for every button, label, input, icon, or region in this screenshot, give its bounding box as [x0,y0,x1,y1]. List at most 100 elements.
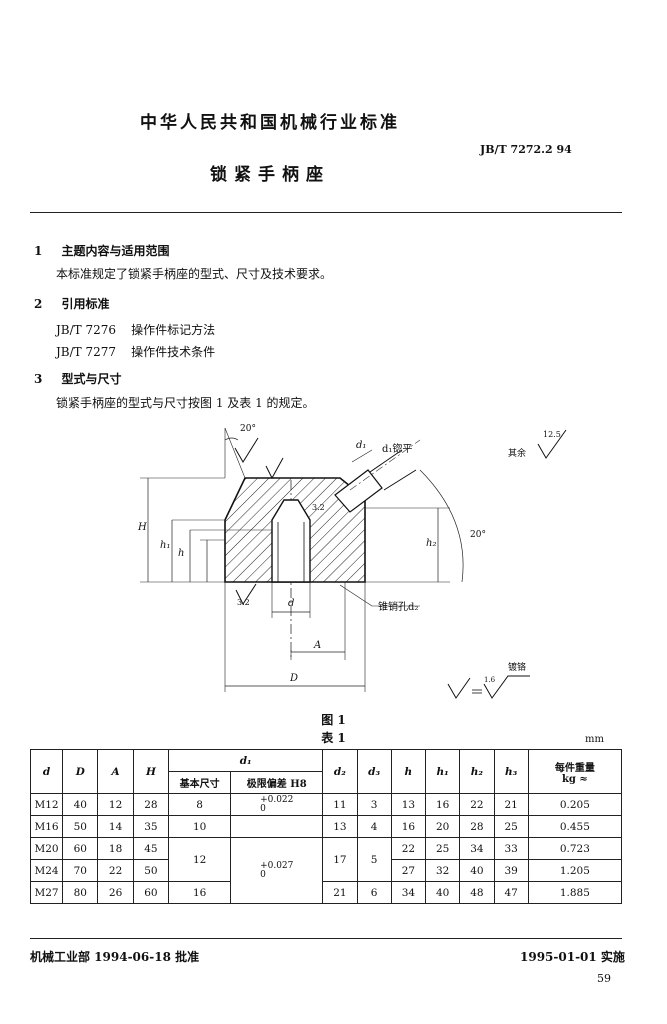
section-3-heading: 3 型式与尺寸 [34,368,121,387]
cell-d3: 3 [356,793,392,816]
reference-item: JB/T 7277 操作件技术条件 [56,341,215,360]
reference-code: JB/T 7277 [56,345,117,359]
header-h1: h₁ [424,749,461,794]
label-angle-right: 20° [470,530,486,540]
cell-H: 45 [132,837,170,860]
cell-h1: 25 [424,837,461,860]
header-rule [30,212,622,213]
weight-unit: kg ≈ [561,773,588,785]
cell-weight: 0.723 [527,837,623,860]
doc-title: 锁紧手柄座 [210,165,330,185]
cell-d: M20 [29,837,64,860]
label-taper-hole: 锥销孔d₂ [378,602,419,613]
cell-A: 22 [97,859,134,882]
cell-weight: 1.205 [527,859,623,882]
cell-d3: 4 [356,815,392,838]
label-h1: h₁ [160,540,171,551]
reference-item: JB/T 7276 操作件标记方法 [56,319,215,338]
taper-pin-hole [334,469,383,513]
cell-h1: 32 [424,859,461,882]
tol-lower: 0 [260,869,266,880]
org-title: 中华人民共和国机械行业标准 [140,113,400,133]
cell-D: 40 [62,793,99,816]
cell-A: 18 [97,837,134,860]
cell-d2: 11 [322,793,358,816]
cell-h: 16 [390,815,427,838]
weight-label: 每件重量 [554,762,595,774]
cell-d: M27 [29,881,64,904]
header-d: d [29,749,64,794]
approval-date: 机械工业部 1994-06-18 批准 [30,950,200,964]
cell-H: 60 [132,881,170,904]
cell-D: 80 [62,881,99,904]
cell-D: 60 [62,837,99,860]
reference-name: 操作件标记方法 [131,323,216,337]
cell-d1: 10 [168,815,232,838]
label-d1-flat: d₁锪平 [382,444,413,455]
cell-h: 22 [390,837,427,860]
roughness-symbol [234,437,259,463]
section-1-body: 本标准规定了锁紧手柄座的型式、尺寸及技术要求。 [56,267,333,281]
section-number: 1 [34,244,43,258]
cell-h3: 25 [493,815,529,838]
page-number: 59 [597,972,611,985]
cell-D: 70 [62,859,99,882]
cell-d1: 8 [168,793,232,816]
cell-h2: 22 [459,793,495,816]
reference-code: JB/T 7276 [56,323,117,337]
roughness-symbol [447,677,471,699]
label-roughness-main: 12.5 [543,430,561,439]
cell-d: M24 [29,859,64,882]
cell-h: 27 [390,859,427,882]
header-h: h [390,749,427,794]
cell-weight: 0.455 [527,815,623,838]
cell-weight: 0.205 [527,793,623,816]
cell-d: M12 [29,793,64,816]
cell-h2: 28 [459,815,495,838]
angle-arc-right [419,469,464,583]
handle-axis [349,439,421,491]
section-title: 引用标准 [61,297,110,311]
roughness-symbol [537,429,567,459]
cell-h3: 33 [493,837,529,860]
effective-date: 1995-01-01 实施 [520,950,625,964]
cell-h1: 20 [424,815,461,838]
section-2-heading: 2 引用标准 [34,293,109,312]
cell-h3: 21 [493,793,529,816]
section-title: 主题内容与适用范围 [61,244,170,258]
figure-caption: 图 1 [321,713,346,727]
handle-edge [369,449,403,473]
cell-A: 12 [97,793,134,816]
header-d3: d₃ [356,749,392,794]
label-d: d [288,598,295,609]
cell-d3: 5 [356,837,392,882]
standard-code: JB/T 7272.2 94 [480,143,572,156]
section-1-heading: 1 主题内容与适用范围 [34,240,169,259]
spec-table: d D A H d₁ d₂ d₃ h h₁ h₂ h₃ 每件重量 kg ≈ 基本… [29,749,623,904]
cell-h3: 39 [493,859,529,882]
label-roughness-knurl: 1.6 [484,676,496,684]
cell-H: 28 [132,793,170,816]
cell-d: M16 [29,815,64,838]
handle-edge [383,469,417,491]
label-h: h [178,548,185,559]
header-h2: h₂ [459,749,495,794]
label-H: H [138,522,147,533]
section-number: 2 [34,297,43,311]
header-d1-basic: 基本尺寸 [168,771,232,794]
roughness-symbol [235,583,257,606]
label-h2: h₂ [426,538,437,549]
tol-upper: +0.022 [260,794,294,805]
cell-h: 34 [390,881,427,904]
label-roughness-bottom: 3.2 [237,598,250,607]
cell-d2: 13 [322,815,358,838]
cell-d1: 16 [168,881,232,904]
label-knurl: 镀铬 [508,663,527,673]
cell-h3: 47 [493,881,529,904]
cell-h2: 40 [459,859,495,882]
header-d2: d₂ [322,749,358,794]
table-unit: mm [585,734,604,745]
header-D: D [62,749,99,794]
table-row: M16 50 14 35 10 13 4 16 20 28 25 0.455 [29,815,623,838]
